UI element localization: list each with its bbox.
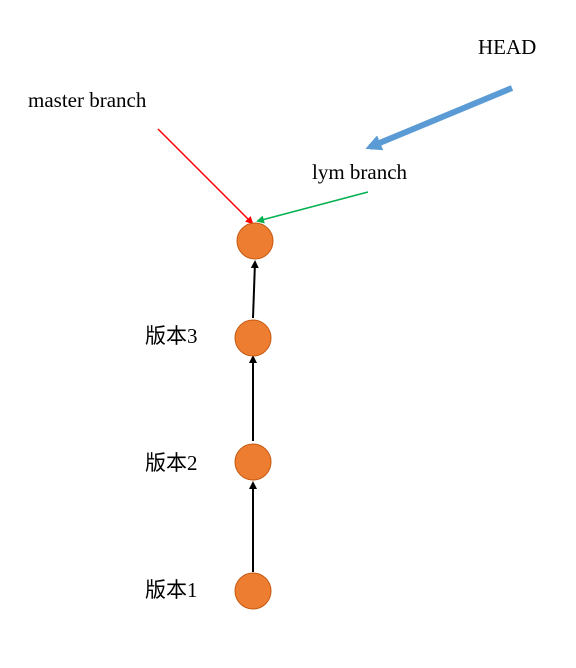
master-branch-label: master branch bbox=[28, 88, 147, 112]
commit-node-version3 bbox=[234, 319, 272, 357]
commit-node-version1 bbox=[234, 572, 272, 610]
master-branch-arrow bbox=[157, 128, 254, 225]
version1-label: 版本1 bbox=[145, 578, 198, 602]
version3-label: 版本3 bbox=[145, 324, 198, 348]
head-label: HEAD bbox=[478, 35, 537, 59]
lym-branch-label: lym branch bbox=[312, 160, 408, 184]
lym-branch-arrow bbox=[256, 191, 369, 224]
version2-label: 版本2 bbox=[145, 451, 198, 475]
commit-arrow-v3-to-top bbox=[250, 260, 259, 319]
commit-node-version2 bbox=[234, 443, 272, 481]
head-arrow bbox=[365, 85, 514, 151]
commit-node-latest bbox=[236, 222, 274, 260]
